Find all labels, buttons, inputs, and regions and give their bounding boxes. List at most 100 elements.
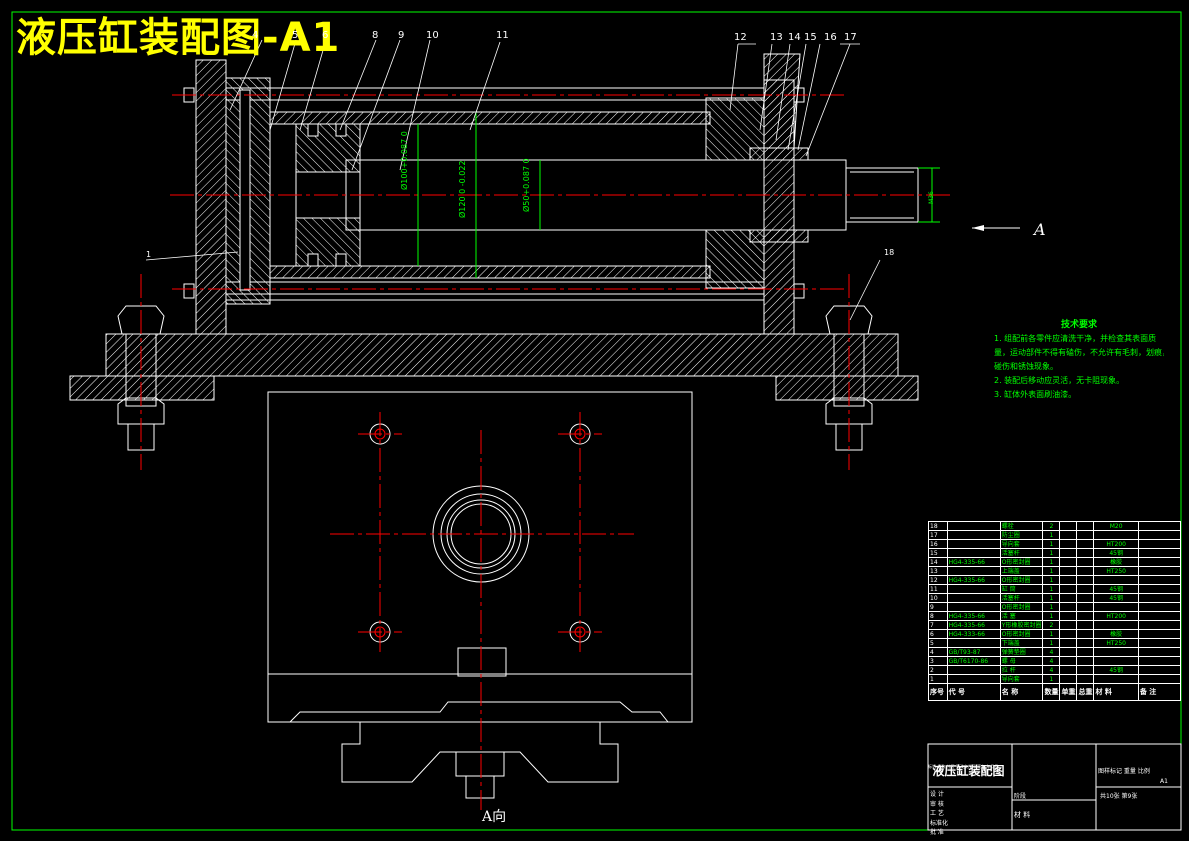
bom-cell: 17 <box>928 530 948 540</box>
title-block-revision-row: 标记 处数 分区 更改文件号 签名 年月日 <box>928 764 999 769</box>
bom-cell <box>1059 638 1078 648</box>
bom-cell: 4 <box>1042 665 1061 675</box>
bom-cell: HG4-335-66 <box>946 557 1001 567</box>
bom-cell <box>1076 548 1095 558</box>
balloon-17: 17 <box>844 32 857 43</box>
bom-cell <box>1076 656 1095 666</box>
bom-cell <box>1059 521 1078 531</box>
bom-cell: 1 <box>1042 611 1061 621</box>
bom-cell: 缸 筒 <box>999 584 1044 594</box>
signoff-row: 工 艺 <box>930 810 944 817</box>
signoff-row: 设 计 <box>930 791 944 798</box>
balloon-14: 14 <box>788 32 801 43</box>
bom-cell <box>1137 557 1182 567</box>
bom-cell <box>1059 665 1078 675</box>
bom-cell <box>1076 647 1095 657</box>
bom-cell: HT200 <box>1093 539 1139 549</box>
bom-cell <box>946 665 1001 675</box>
bom-cell: 下端盖 <box>999 638 1044 648</box>
balloon-8: 8 <box>372 30 379 41</box>
bom-cell <box>1093 575 1139 585</box>
bom-cell <box>1059 530 1078 540</box>
bom-cell: 1 <box>1042 674 1061 684</box>
bom-cell: 2 <box>1042 521 1061 531</box>
bom-cell: 45钢 <box>1093 593 1139 603</box>
bom-cell: 橡胶 <box>1093 629 1139 639</box>
bom-header-cell: 代 号 <box>946 683 1001 701</box>
bom-cell: HT250 <box>1093 566 1139 576</box>
bom-cell: 导向套 <box>999 539 1044 549</box>
bom-cell <box>1076 575 1095 585</box>
bom-cell: 6 <box>928 629 948 639</box>
bom-cell <box>946 674 1001 684</box>
bom-cell <box>1137 656 1182 666</box>
bom-cell <box>1137 620 1182 630</box>
balloon-1: 1 <box>146 250 152 259</box>
bom-cell <box>1076 629 1095 639</box>
bom-cell <box>1076 521 1095 531</box>
bom-cell: 导向套 <box>999 674 1044 684</box>
bom-cell <box>946 548 1001 558</box>
bom-cell: GB/T93-87 <box>946 647 1001 657</box>
bom-cell: 1 <box>1042 530 1061 540</box>
bom-cell: 上端盖 <box>999 566 1044 576</box>
bom-cell: GB/T6170-86 <box>946 656 1001 666</box>
bom-cell: HT250 <box>1093 638 1139 648</box>
tie-rod-top <box>225 87 765 101</box>
bom-cell <box>1076 530 1095 540</box>
tech-line: 量，运动部件不得有磕伤，不允许有毛刺，划痕， <box>994 348 1164 357</box>
bom-cell <box>1059 656 1078 666</box>
bom-header-cell: 总重 <box>1076 683 1095 701</box>
bom-cell <box>1076 620 1095 630</box>
bom-cell: 1 <box>1042 575 1061 585</box>
tie-rod-bottom <box>225 281 765 295</box>
bom-cell <box>1076 539 1095 549</box>
dim-d50: Ø50+0.087 0 <box>522 158 531 212</box>
bom-cell: 9 <box>928 602 948 612</box>
bom-cell <box>946 566 1001 576</box>
bom-header-cell: 材 料 <box>1093 683 1139 701</box>
bom-cell: HG4-333-66 <box>946 629 1001 639</box>
a-view-label: A向 <box>482 809 507 825</box>
bom-cell: 18 <box>928 521 948 531</box>
bom-cell: HT200 <box>1093 611 1139 621</box>
bom-cell <box>1059 539 1078 549</box>
bom-cell: O形密封圈 <box>999 629 1044 639</box>
balloon-5: 5 <box>292 30 299 41</box>
bom-cell: Y形橡胶密封圈 <box>999 620 1044 630</box>
bom-cell <box>1137 602 1182 612</box>
bom-cell: 螺 母 <box>999 656 1044 666</box>
bom-cell: 活塞杆 <box>999 548 1044 558</box>
bom-cell <box>1076 674 1095 684</box>
tech-line: 2. 装配后移动应灵活，无卡阻现象。 <box>994 376 1125 385</box>
bom-cell: 8 <box>928 611 948 621</box>
cylinder-barrel-top <box>269 111 711 125</box>
balloon-4: 4 <box>252 30 259 41</box>
balloon-9: 9 <box>398 30 405 41</box>
bom-cell: 2 <box>928 665 948 675</box>
bom-cell <box>946 584 1001 594</box>
bom-cell: 1 <box>1042 539 1061 549</box>
bom-cell <box>1093 620 1139 630</box>
bom-cell <box>1076 602 1095 612</box>
bom-cell: 14 <box>928 557 948 567</box>
balloon-13: 13 <box>770 32 783 43</box>
bom-header-cell: 单重 <box>1059 683 1078 701</box>
bom-cell <box>1137 629 1182 639</box>
left-end-wall <box>195 59 227 335</box>
bom-cell <box>1059 584 1078 594</box>
bom-cell <box>946 530 1001 540</box>
